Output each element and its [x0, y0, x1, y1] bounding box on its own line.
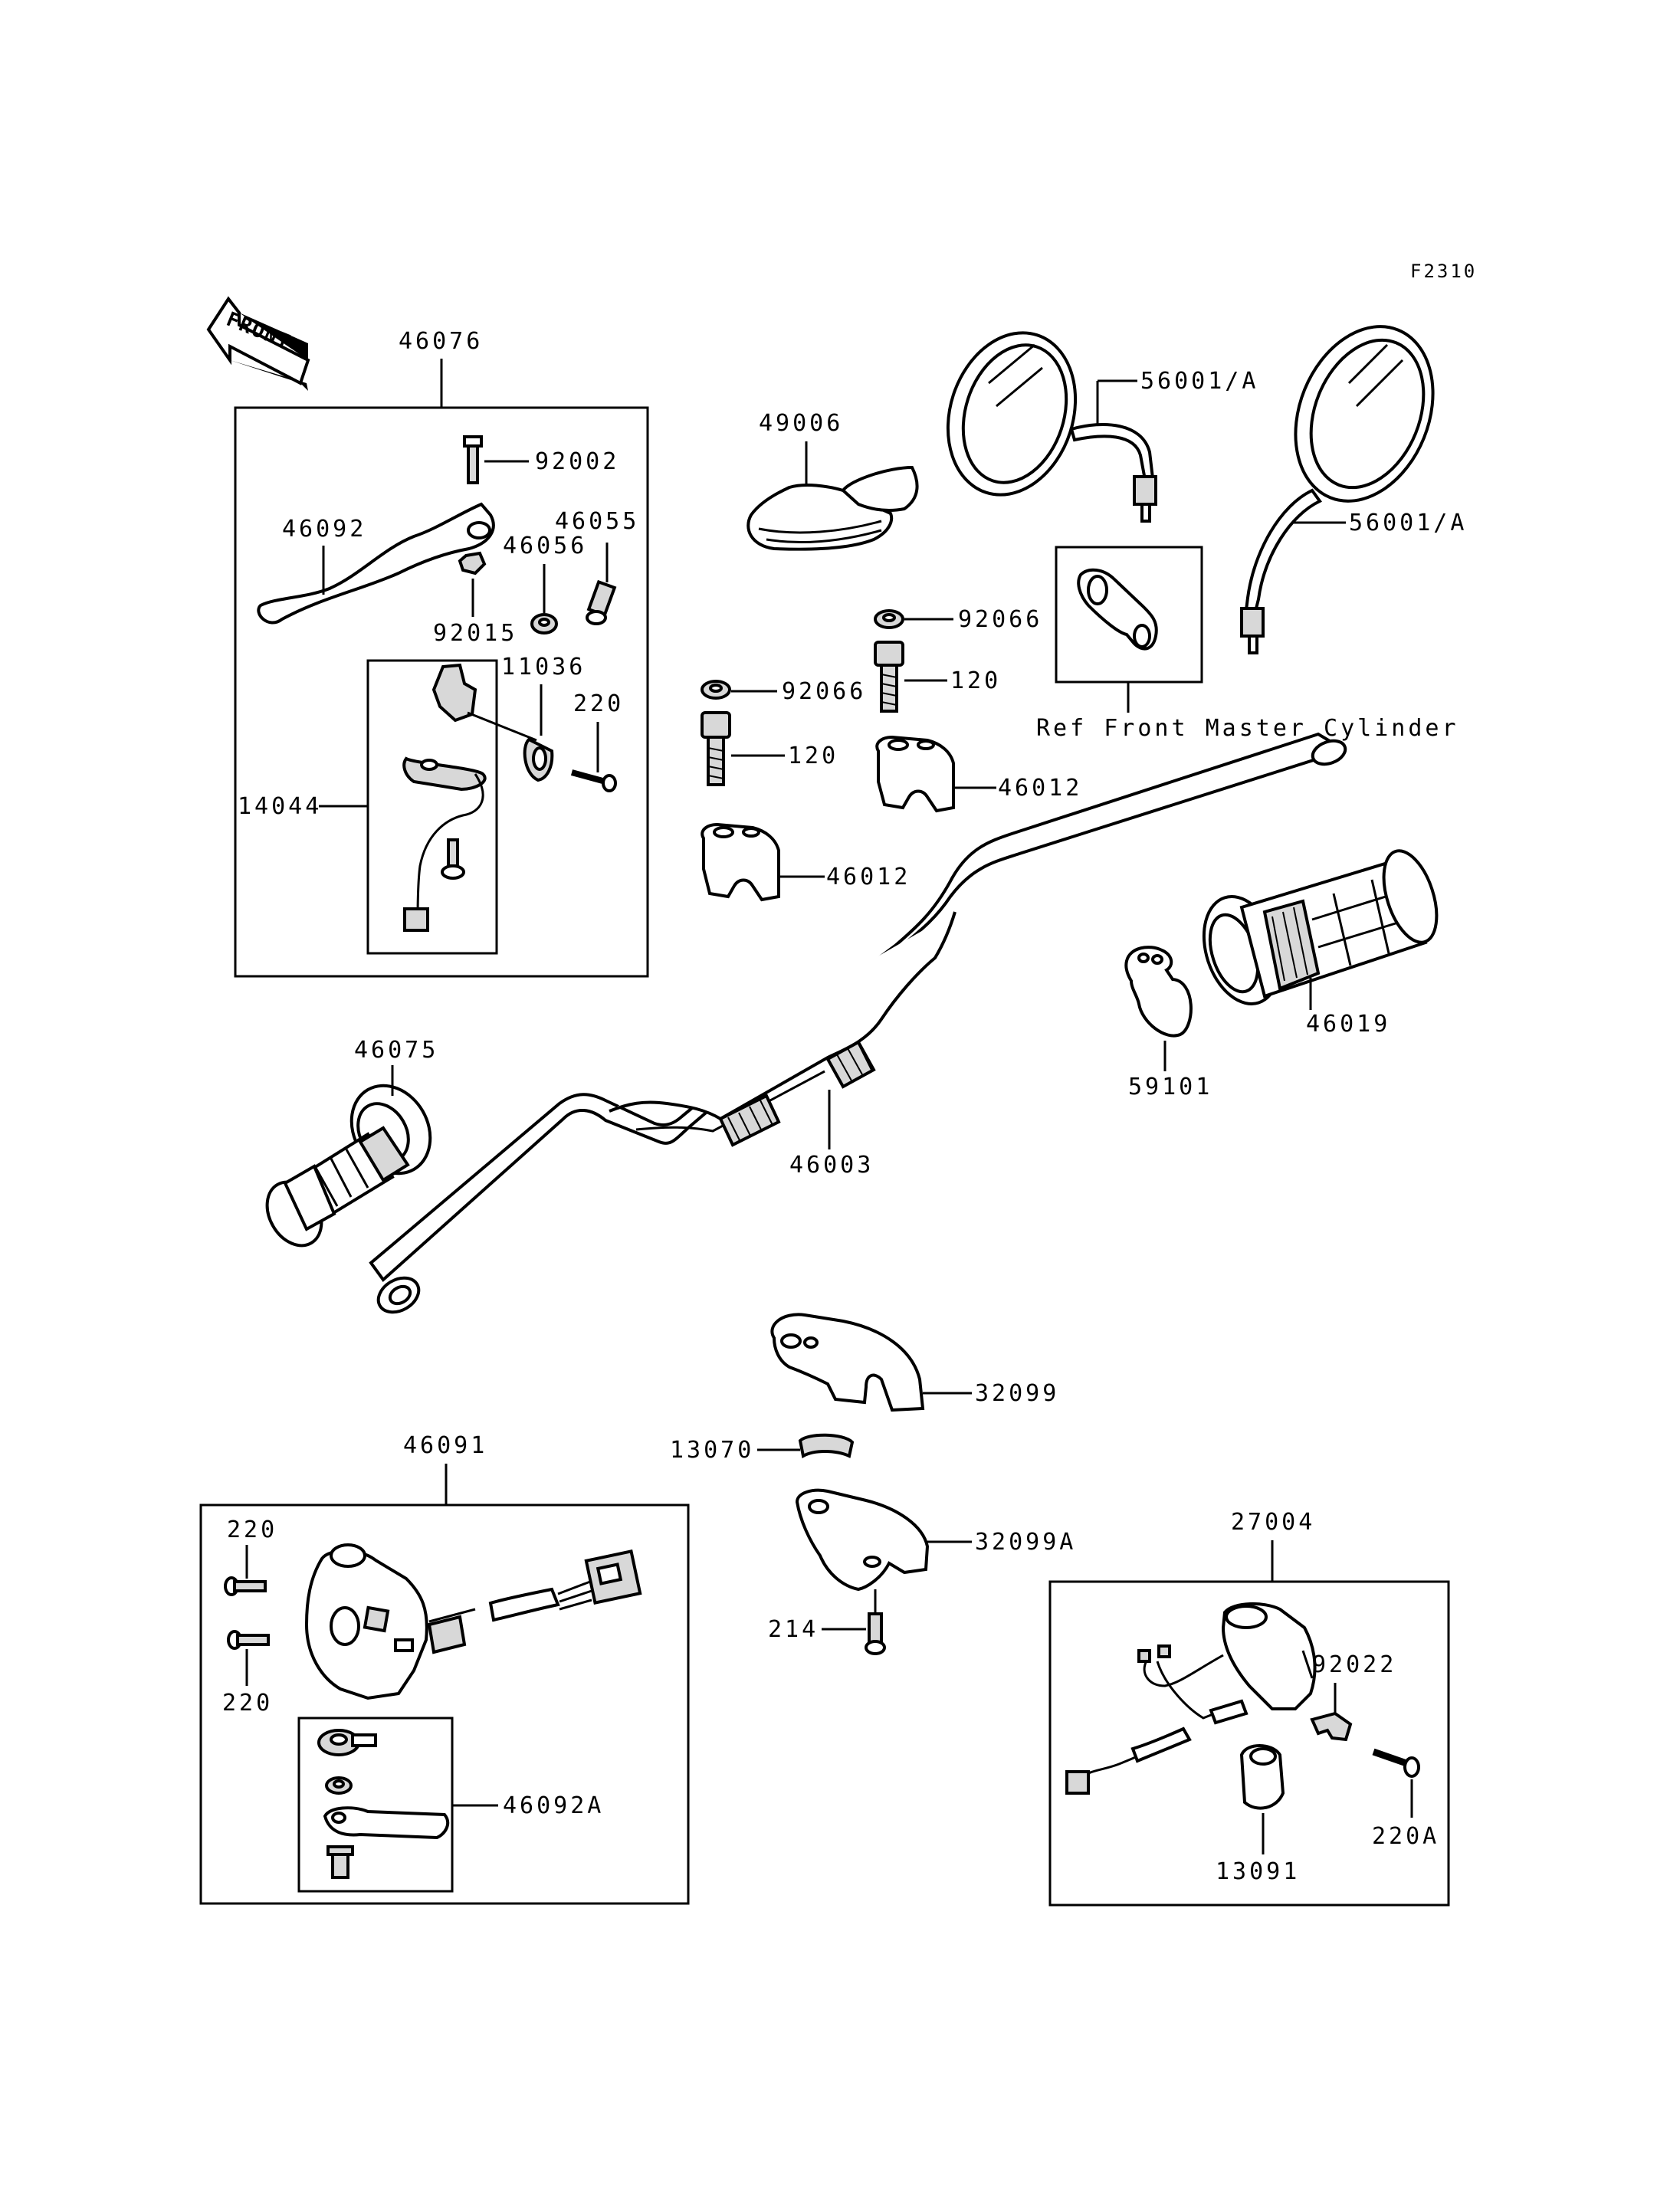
- switch-housing-46091-icon: [304, 1543, 642, 1700]
- handlebar-46003: [369, 732, 1347, 1314]
- screw-220a-icon: [1372, 1748, 1420, 1778]
- mirror-56001a-left: [946, 331, 1157, 523]
- callout-46056[interactable]: 46056: [503, 533, 587, 559]
- callout-92066-2[interactable]: 92066: [782, 678, 866, 705]
- lever-46092-icon: [257, 502, 495, 625]
- callout-220-lever[interactable]: 220: [573, 690, 624, 717]
- diagram-code: F2310: [1410, 261, 1477, 282]
- callout-46019[interactable]: 46019: [1306, 1011, 1390, 1038]
- callout-92002[interactable]: 92002: [535, 448, 619, 475]
- grip-46075: [265, 1065, 432, 1248]
- bracket-11036-icon: [523, 737, 554, 782]
- callout-11036[interactable]: 11036: [501, 654, 586, 680]
- callout-46092[interactable]: 46092: [282, 516, 366, 543]
- callout-56001a-2[interactable]: 56001/A: [1349, 510, 1467, 536]
- adjuster-46056-icon: [530, 613, 558, 635]
- mirror-56001a-right: [1240, 325, 1435, 654]
- callout-92022[interactable]: 92022: [1312, 1651, 1396, 1678]
- callout-214[interactable]: 214: [768, 1616, 819, 1643]
- throttle-case-32099a: [795, 1488, 972, 1617]
- callout-32099[interactable]: 32099: [975, 1380, 1059, 1407]
- callout-13070[interactable]: 13070: [670, 1437, 754, 1464]
- throttle-case-32099: [770, 1313, 972, 1412]
- callout-220a[interactable]: 220A: [1372, 1823, 1439, 1850]
- callout-46055[interactable]: 46055: [555, 508, 639, 535]
- throttle-grip-46019: [1202, 849, 1439, 1010]
- front-arrow-icon: FRONT: [206, 296, 310, 391]
- nut-92015-icon: [458, 551, 487, 575]
- adjuster-46055-icon: [586, 579, 617, 625]
- washer-92066-lower: [701, 680, 731, 700]
- master-cylinder-ref: Ref Front Master Cylinder: [1036, 546, 1459, 742]
- lever-cover-49006: 49006: [746, 410, 919, 551]
- callout-220-switch-b[interactable]: 220: [222, 1690, 273, 1717]
- screw-220-icon: [570, 769, 617, 792]
- callout-120-1[interactable]: 120: [950, 667, 1001, 694]
- clip-92022-icon: [1310, 1683, 1353, 1742]
- callout-56001a-1[interactable]: 56001/A: [1140, 368, 1258, 395]
- clutch-lever-assembly: 46076 92002 46092 92015 46055 46056: [234, 328, 649, 978]
- callout-14044[interactable]: 14044: [238, 793, 322, 820]
- washer-92066-upper: [874, 609, 904, 629]
- ref-front-master-cylinder: Ref Front Master Cylinder: [1036, 715, 1459, 742]
- callout-46012-1[interactable]: 46012: [998, 775, 1082, 802]
- bolt-92002-icon: [463, 435, 483, 484]
- ring-13070: [798, 1433, 855, 1459]
- callout-220-switch-a[interactable]: 220: [227, 1517, 277, 1543]
- callout-120-2[interactable]: 120: [788, 743, 838, 769]
- lever-46092a-icon: [317, 1729, 450, 1879]
- callout-92015[interactable]: 92015: [433, 620, 517, 647]
- callout-32099a[interactable]: 32099A: [975, 1529, 1076, 1556]
- callout-46003[interactable]: 46003: [789, 1152, 874, 1179]
- callout-49006[interactable]: 49006: [759, 410, 843, 437]
- callout-13091[interactable]: 13091: [1216, 1858, 1300, 1885]
- callout-46092a[interactable]: 46092A: [503, 1792, 604, 1819]
- switch-housing-27004-icon: [1065, 1602, 1317, 1854]
- switch-14044-icon: [402, 663, 537, 932]
- callout-46076[interactable]: 46076: [399, 328, 483, 355]
- callout-59101[interactable]: 59101: [1128, 1074, 1212, 1100]
- screw-214-icon: [865, 1612, 886, 1655]
- bolt-120-lower: [701, 711, 731, 786]
- callout-27004[interactable]: 27004: [1231, 1509, 1315, 1536]
- left-switch-assembly: 46091 220 220: [199, 1432, 690, 1905]
- screw-220-b-icon: [227, 1630, 270, 1650]
- holder-46012-lower: [701, 822, 780, 902]
- right-switch-assembly: 27004 92022 220A: [1048, 1509, 1450, 1907]
- callout-92066-1[interactable]: 92066: [958, 606, 1042, 633]
- bolt-120-upper: [874, 641, 904, 713]
- callout-46012-2[interactable]: 46012: [826, 864, 911, 890]
- holder-46012-upper: [875, 735, 955, 813]
- cable-guide-59101: [1124, 946, 1193, 1071]
- screw-220-a-icon: [224, 1576, 267, 1596]
- callout-46091[interactable]: 46091: [403, 1432, 487, 1459]
- callout-46075[interactable]: 46075: [354, 1037, 438, 1064]
